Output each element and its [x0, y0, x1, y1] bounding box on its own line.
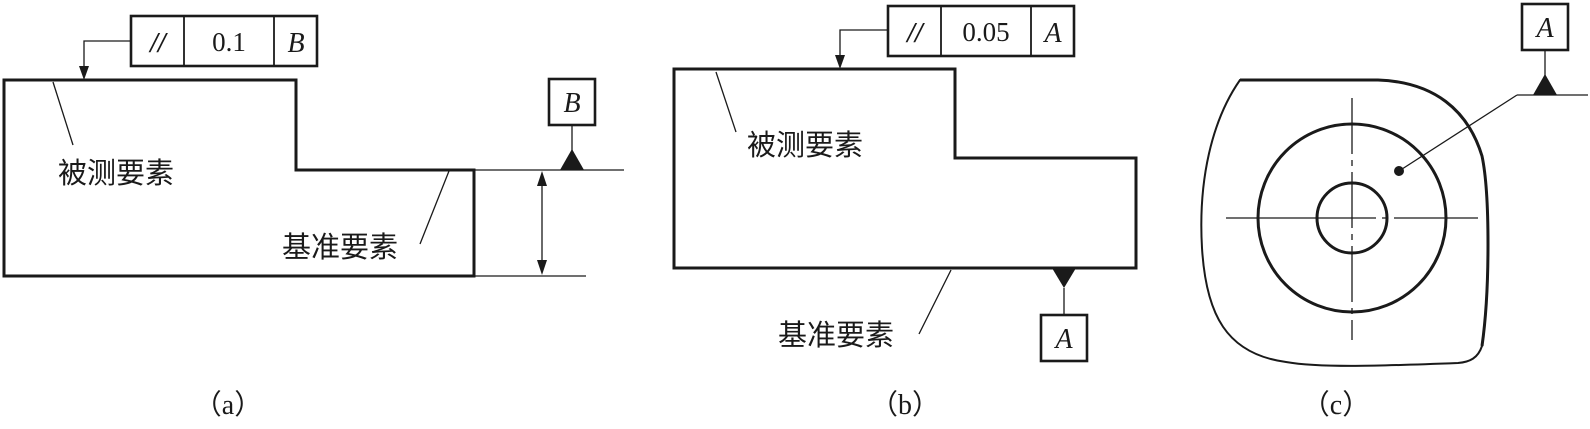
dimension-arrow-down-a — [537, 260, 547, 275]
panel-b: // 0.05 A A 被测要素 基准要素 （b） — [672, 4, 1138, 421]
dimension-arrow-up-a — [537, 171, 547, 186]
datum-triangle-c — [1533, 74, 1557, 95]
measured-element-label-a: 被测要素 — [58, 156, 174, 190]
measured-label-leader-b — [715, 71, 737, 133]
datum-symbol-b: A — [1039, 268, 1089, 363]
measured-element-label-b: 被测要素 — [747, 128, 863, 162]
panel-a: // 0.1 B B 被测要素 基准要素 （a） — [2, 14, 624, 421]
part-outline-b — [672, 67, 1138, 270]
tolerance-value-b: 0.05 — [962, 17, 1009, 47]
caption-b: （b） — [870, 389, 940, 421]
leader-line-b — [839, 29, 888, 59]
datum-letter-b: A — [1053, 324, 1073, 355]
datum-triangle-a — [560, 149, 584, 170]
tolerance-frame-b: // 0.05 A — [886, 4, 1076, 58]
datum-letter-c: A — [1534, 13, 1554, 44]
datum-label-leader-b — [918, 269, 952, 335]
datum-letter-a: B — [563, 88, 580, 119]
part-top-edge-c — [1240, 78, 1490, 347]
datum-symbol-c: A — [1520, 2, 1570, 95]
datum-label-leader-a — [419, 170, 450, 245]
panel-c: A （c） — [1200, 2, 1588, 421]
tolerance-value-a: 0.1 — [212, 27, 246, 57]
leader-arrow-a — [79, 66, 89, 80]
datum-element-label-a: 基准要素 — [282, 230, 398, 264]
leader-line-a — [83, 40, 131, 70]
caption-a: （a） — [194, 389, 262, 421]
frame-datum-letter-b: A — [1042, 18, 1062, 49]
datum-symbol-a: B — [547, 77, 597, 170]
datum-triangle-b — [1052, 268, 1076, 288]
measured-label-leader-a — [52, 81, 74, 146]
tolerance-frame-a: // 0.1 B — [129, 14, 319, 68]
datum-leader-line-c — [1398, 94, 1518, 172]
leader-arrow-b — [835, 55, 845, 69]
datum-element-label-b: 基准要素 — [778, 318, 894, 352]
parallelism-symbol-a: // — [148, 28, 168, 59]
parallelism-symbol-b: // — [905, 18, 925, 49]
caption-c: （c） — [1302, 389, 1370, 421]
frame-datum-letter-a: B — [287, 28, 304, 59]
